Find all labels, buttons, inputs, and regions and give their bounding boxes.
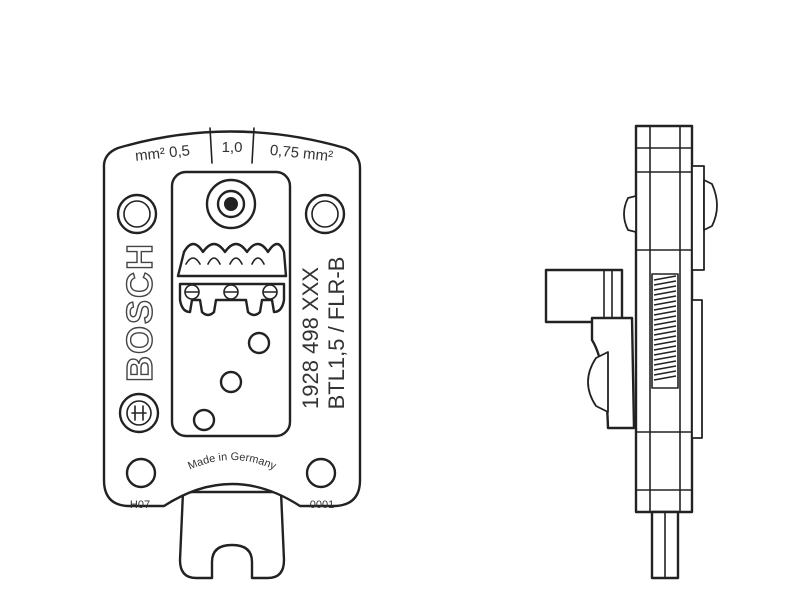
crimp-profile: [176, 242, 288, 317]
spring-coil: [653, 305, 677, 311]
spring-coil: [653, 355, 677, 361]
code-right-label: 0001: [310, 499, 334, 511]
front-view: mm² 0,5 1,0 0,75 mm²: [102, 127, 362, 580]
spring-coil: [653, 365, 677, 371]
side-bolt-top-right: [703, 179, 718, 231]
spring-coil: [653, 335, 677, 341]
side-handle-block: [544, 268, 624, 324]
spring-coil: [653, 370, 677, 376]
spring-coil: [653, 325, 677, 331]
mount-hole-top-right: [304, 193, 346, 235]
size-label-right: 0,75 mm²: [269, 142, 334, 166]
window-hole-1: [247, 331, 271, 355]
mount-hole-bottom-right: [305, 457, 337, 489]
side-main-plate: [634, 124, 694, 514]
mount-hole-bottom-left: [125, 457, 157, 489]
brand-label: BOSCH: [119, 242, 160, 382]
spring-coil: [653, 290, 677, 296]
spring-coil: [653, 315, 677, 321]
size-label-center: 1,0: [222, 139, 243, 156]
spring-coil: [653, 275, 677, 281]
side-view: [544, 124, 718, 580]
spring-coil: [653, 360, 677, 366]
side-bolt-lower-left: [587, 351, 609, 413]
spring-coil: [653, 375, 677, 381]
spring-coil: [653, 320, 677, 326]
locating-bolt: [205, 178, 257, 230]
spring-coils: [653, 275, 677, 381]
side-spring: [651, 273, 679, 389]
fork-tongue: [178, 490, 286, 580]
spring-coil: [653, 350, 677, 356]
spring-coil: [653, 295, 677, 301]
spring-coil: [653, 330, 677, 336]
part-number-label: 1928 498 XXX: [298, 267, 323, 409]
window-hole-2: [219, 370, 243, 394]
id-marker-icon: [118, 392, 160, 434]
side-right-plate: [691, 165, 705, 271]
mount-hole-top-left: [116, 193, 158, 235]
side-bolt-top-left: [623, 195, 637, 233]
spring-coil: [653, 310, 677, 316]
spring-coil: [653, 340, 677, 346]
model-label: BTL1,5 / FLR-B: [324, 257, 349, 410]
die-window: [170, 170, 292, 438]
side-right-plate-lower: [691, 299, 703, 439]
code-left-label: H07: [130, 499, 150, 511]
size-divider-1: [209, 127, 213, 164]
spring-coil: [653, 280, 677, 286]
spring-coil: [653, 300, 677, 306]
spring-coil: [653, 345, 677, 351]
window-hole-3: [192, 408, 216, 432]
size-label-left: mm² 0,5: [134, 142, 190, 165]
size-divider-2: [251, 127, 255, 164]
spring-coil: [653, 285, 677, 291]
